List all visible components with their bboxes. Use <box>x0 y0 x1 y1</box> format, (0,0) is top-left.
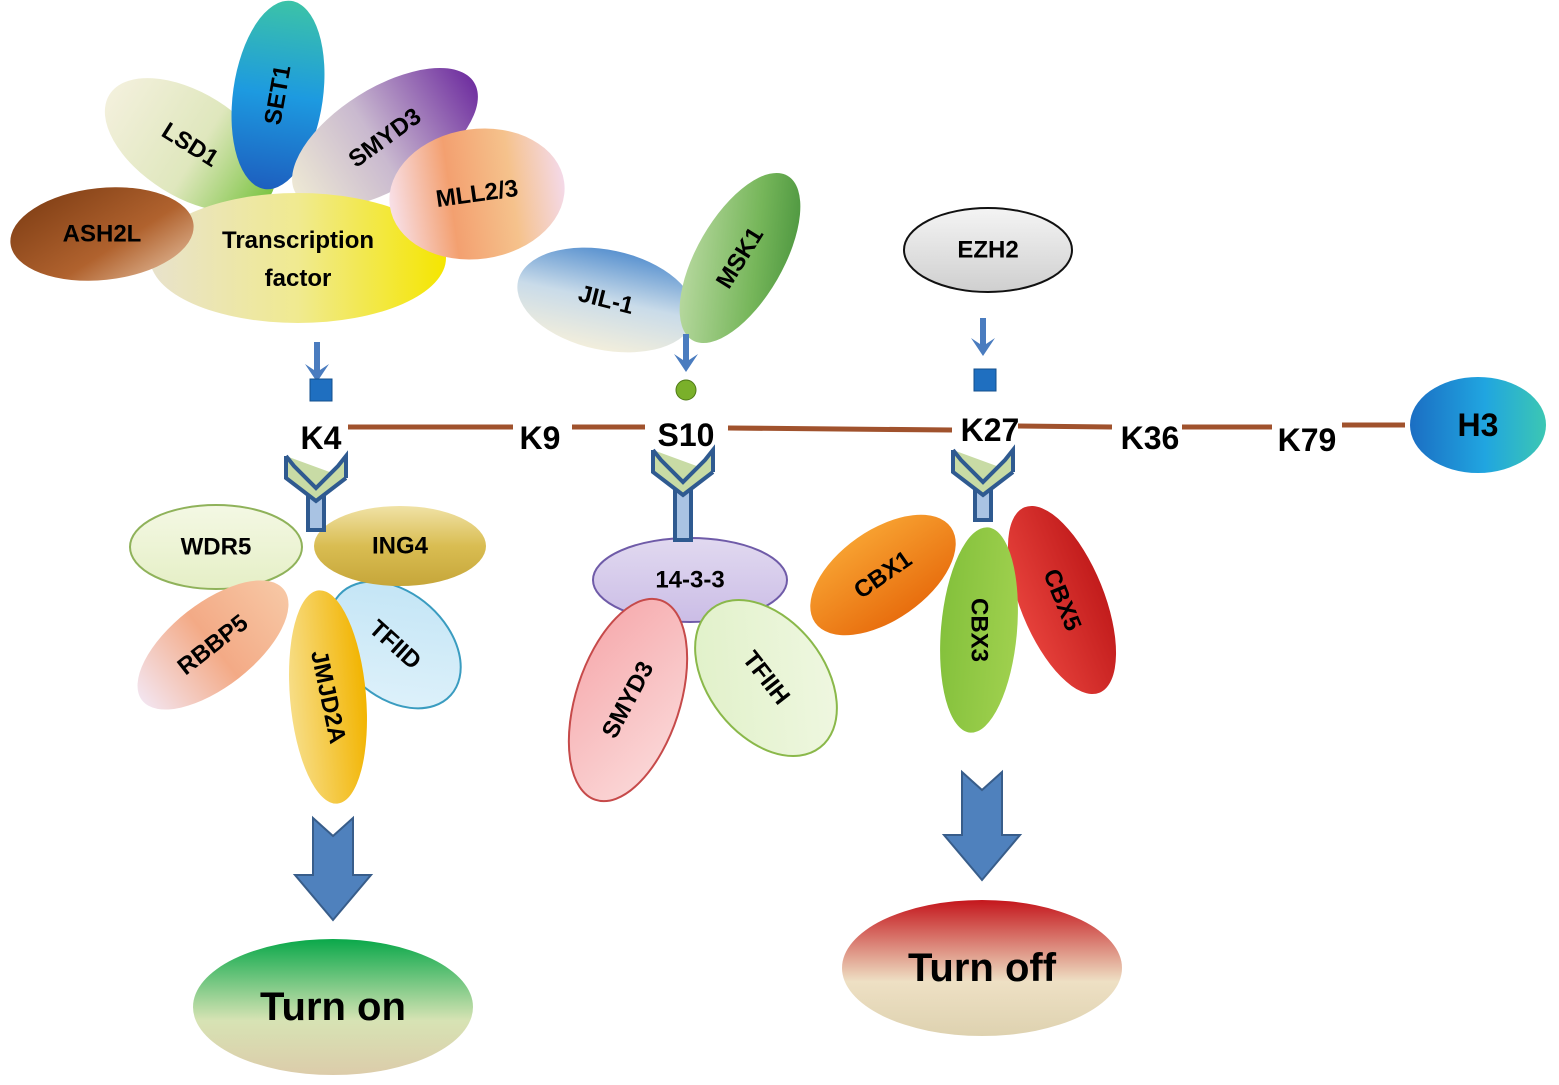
small-down-arrow-icon <box>305 342 329 382</box>
site-k36: K36 <box>1121 420 1180 456</box>
protein-ash2l-shape <box>10 187 194 281</box>
protein-wdr5-label: WDR5 <box>181 534 252 561</box>
protein-smyd3-reader <box>567 597 689 803</box>
small-down-arrow-icon <box>674 334 698 372</box>
reader-binding-icon <box>951 444 1015 522</box>
protein-transcription-factor-label: Transcription <box>222 227 374 254</box>
protein-msk1-shape <box>679 172 801 344</box>
histone-tail-backbone <box>348 422 1405 433</box>
phospho-mark-icon <box>675 379 697 401</box>
protein-jil-1 <box>517 247 695 353</box>
protein-rbbp5 <box>137 580 289 710</box>
protein-transcription-factor <box>150 193 446 323</box>
protein-ezh2-shape <box>903 207 1073 293</box>
protein-wdr5 <box>129 504 303 590</box>
protein-transcription-factor-shape <box>150 193 446 323</box>
reader-binding-icon <box>284 450 348 532</box>
site-k9: K9 <box>520 420 561 456</box>
protein-cbx5 <box>1007 505 1117 695</box>
protein-tfiih-shape <box>694 599 838 757</box>
protein-ing4-shape <box>314 506 486 586</box>
protein-cbx3 <box>940 527 1018 733</box>
protein-smyd3-writer-shape <box>292 68 478 208</box>
protein-ing4-label: ING4 <box>372 533 429 560</box>
site-k79: K79 <box>1278 422 1337 458</box>
histone-h3 <box>1410 377 1546 473</box>
protein-transcription-factor-label: factor <box>265 265 332 292</box>
protein-cbx3-label: CBX3 <box>966 598 993 662</box>
protein-jmjd2a-shape <box>289 590 367 804</box>
backbone-segment <box>1017 423 1113 430</box>
protein-ing4 <box>314 506 486 586</box>
protein-wdr5-shape <box>129 504 303 590</box>
protein-jil-1-shape <box>517 247 695 353</box>
outcome-turn-on <box>193 939 473 1075</box>
site-s10: S10 <box>658 417 715 453</box>
outcome-turn-off-shape <box>842 900 1122 1036</box>
protein-ezh2-label: EZH2 <box>957 237 1018 264</box>
histone-h3-label: H3 <box>1458 407 1499 443</box>
protein-jmjd2a <box>289 590 367 804</box>
protein-cbx1-shape <box>810 514 956 636</box>
protein-mll2-3-shape <box>389 128 565 260</box>
protein-rbbp5-shape <box>137 580 289 710</box>
protein-tfiih <box>694 599 838 757</box>
backbone-segment <box>727 425 953 433</box>
protein-set1 <box>231 0 325 190</box>
protein-cbx5-shape <box>1007 505 1117 695</box>
small-down-arrow-icon <box>971 318 995 356</box>
protein-set1-shape <box>231 0 325 190</box>
outcome-turn-on-shape <box>193 939 473 1075</box>
big-down-arrow-icon <box>941 769 1023 882</box>
histone-h3-shape <box>1410 377 1546 473</box>
outcome-turn-off-label: Turn off <box>908 946 1057 990</box>
protein-cbx3-shape <box>940 527 1018 733</box>
protein-14-3-3-label: 14-3-3 <box>655 567 724 594</box>
outcome-turn-off <box>842 900 1122 1036</box>
outcome-turn-on-label: Turn on <box>260 985 406 1029</box>
protein-ash2l-label: ASH2L <box>63 221 142 248</box>
site-k4: K4 <box>301 420 342 456</box>
methyl-mark-icon <box>309 378 333 402</box>
big-down-arrow-icon <box>292 815 374 922</box>
protein-ezh2 <box>903 207 1073 293</box>
protein-smyd3-reader-shape <box>567 597 689 803</box>
protein-msk1 <box>679 172 801 344</box>
methyl-mark-icon <box>973 368 997 392</box>
protein-ash2l <box>10 187 194 281</box>
site-k27: K27 <box>961 412 1020 448</box>
protein-smyd3-writer <box>292 68 478 208</box>
protein-mll2-3 <box>389 128 565 260</box>
reader-binding-icon <box>651 444 715 542</box>
protein-cbx1 <box>810 514 956 636</box>
